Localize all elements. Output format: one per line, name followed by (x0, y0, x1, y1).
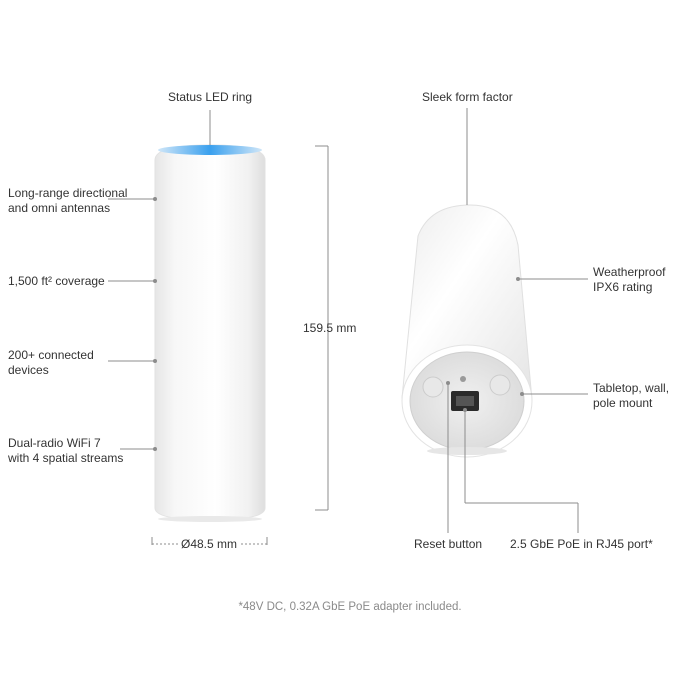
antennas-label: Long-range directional and omni antennas (8, 186, 127, 216)
weatherproof-label-line2: IPX6 rating (593, 280, 653, 294)
wifi-label-line2: with 4 spatial streams (8, 451, 124, 465)
right-device (401, 204, 533, 458)
coverage-label: 1,500 ft² coverage (8, 274, 105, 288)
devices-label-line2: devices (8, 363, 49, 377)
weatherproof-label: Weatherproof IPX6 rating (593, 265, 666, 295)
wifi-label: Dual-radio WiFi 7 with 4 spatial streams (8, 436, 123, 466)
wifi-label-line1: Dual-radio WiFi 7 (8, 436, 101, 450)
reset-button-hole (460, 376, 466, 382)
form-factor-label: Sleek form factor (422, 90, 513, 104)
rj45-port (451, 391, 479, 411)
mount-label-line1: Tabletop, wall, (593, 381, 670, 395)
left-device (154, 144, 266, 522)
height-dimension-label: 159.5 mm (303, 321, 357, 335)
devices-label: 200+ connected devices (8, 348, 94, 378)
status-led-ring (158, 145, 262, 155)
devices-label-line1: 200+ connected (8, 348, 94, 362)
footnote: *48V DC, 0.32A GbE PoE adapter included. (238, 601, 462, 613)
leader-lines (108, 108, 588, 545)
reset-button-label: Reset button (414, 537, 483, 551)
weatherproof-label-line1: Weatherproof (593, 265, 666, 279)
mount-label-line2: pole mount (593, 396, 653, 410)
mount-label: Tabletop, wall, pole mount (593, 381, 669, 411)
antennas-label-line1: Long-range directional (8, 186, 128, 200)
status-led-label: Status LED ring (168, 90, 253, 104)
diameter-dimension-label: Ø48.5 mm (181, 537, 238, 551)
antennas-label-line2: and omni antennas (8, 201, 111, 215)
port-label: 2.5 GbE PoE in RJ45 port* (510, 537, 653, 551)
